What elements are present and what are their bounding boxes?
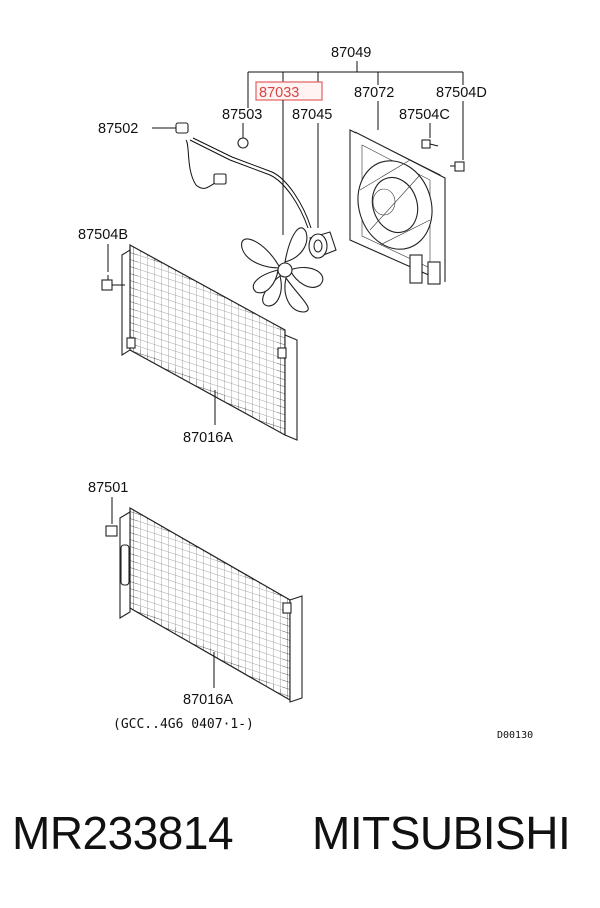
bolt-87504D-icon	[450, 161, 465, 172]
application-note: (GCC..4G6 0407·1-)	[113, 717, 254, 732]
highlighted-callout-87033[interactable]: 87033	[255, 81, 323, 101]
callout-87049[interactable]: 87049	[331, 45, 371, 61]
fan-motor	[308, 231, 337, 259]
product-caption: MR233814 MITSUBISHI	[0, 800, 600, 880]
nut-87501-icon	[105, 525, 118, 537]
callout-87045[interactable]: 87045	[292, 107, 332, 123]
callout-87504D[interactable]: 87504D	[436, 85, 487, 101]
callout-87503[interactable]: 87503	[222, 107, 262, 123]
fan-shroud	[349, 129, 446, 285]
parts-diagram: 87049 87033 87503 87045 87072 87504D 875…	[78, 45, 533, 741]
callout-87501[interactable]: 87501	[88, 480, 128, 496]
callout-87504C[interactable]: 87504C	[399, 107, 450, 123]
highlight-box	[255, 81, 323, 101]
callout-87072[interactable]: 87072	[354, 85, 394, 101]
part-number: MR233814	[12, 807, 234, 859]
condenser-2	[119, 506, 303, 703]
callout-87033[interactable]: 87033	[259, 85, 299, 101]
assembly-callout-tree: 87049	[247, 45, 464, 108]
bolt-87504B-icon	[101, 275, 125, 291]
callout-87016A-2[interactable]: 87016A	[183, 692, 233, 708]
wiring-harness	[175, 122, 312, 229]
brand-name: MITSUBISHI	[312, 807, 571, 859]
callout-87016A-1[interactable]: 87016A	[183, 430, 233, 446]
fan-blades	[241, 227, 324, 313]
callout-87502[interactable]: 87502	[98, 121, 138, 137]
condenser-1	[121, 243, 298, 441]
bolt-87504C-icon	[421, 139, 439, 149]
diagram-reference-code: D00130	[497, 730, 533, 741]
callout-87504B[interactable]: 87504B	[78, 227, 128, 243]
